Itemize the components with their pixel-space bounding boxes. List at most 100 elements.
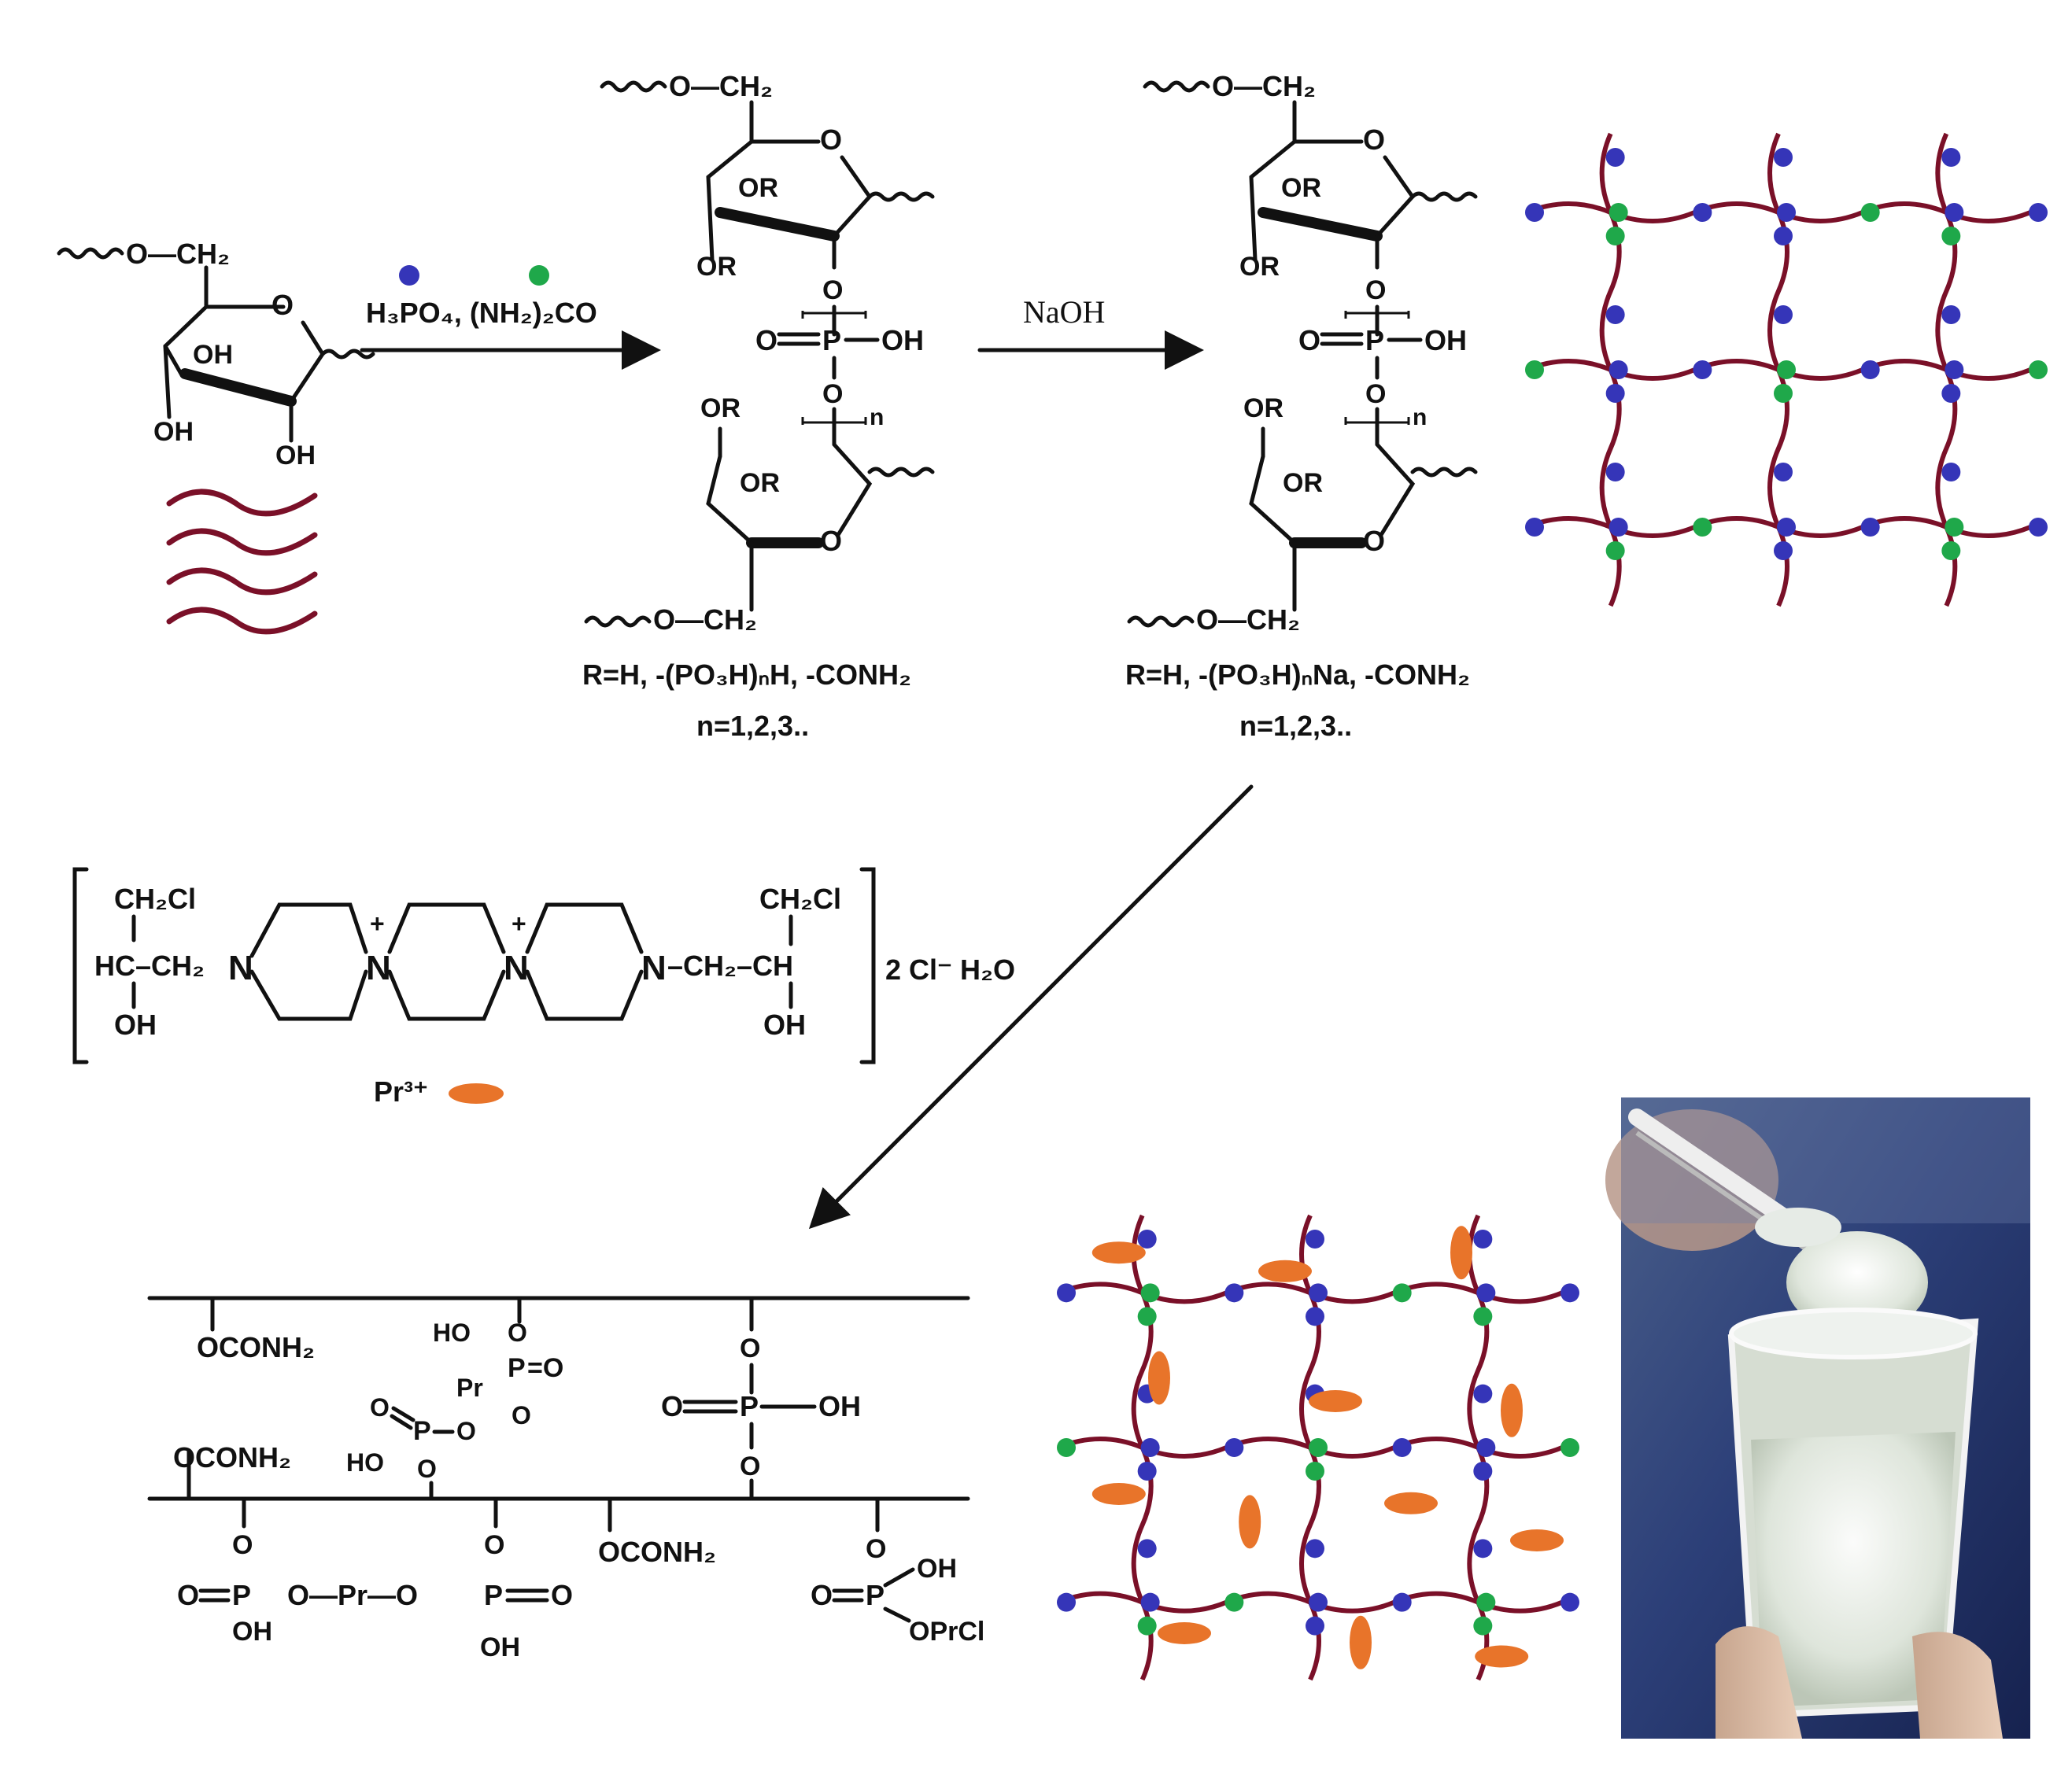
p2-or4: OR (1283, 468, 1323, 498)
fs-b3-oh: OH (917, 1554, 957, 1584)
network-node-dot (1309, 1592, 1328, 1612)
cellulose-oh2: OH (153, 417, 194, 447)
xl-n-ch2-ch-right: –CH₂–CH (667, 950, 793, 982)
network-node-dot (1693, 518, 1712, 537)
pr-ion-ellipse-icon (1350, 1615, 1372, 1669)
network-node-dot (1941, 463, 1961, 481)
xl-hc-ch2-left: HC–CH₂ (94, 950, 205, 982)
fs-oconh2-2: OCONH₂ (173, 1441, 291, 1474)
network-node-dot (1608, 518, 1628, 537)
network-node-dot (1224, 1283, 1244, 1303)
p1-top-o-ch2: O—CH₂ (669, 70, 773, 102)
fs-p1: P (508, 1353, 526, 1383)
xl-plus1: + (370, 909, 385, 938)
fs-p3: P (740, 1390, 759, 1422)
network-node-dot (1945, 203, 1964, 222)
network-node-dot (1941, 384, 1961, 403)
p1-or1: OR (738, 173, 778, 203)
fs-b1-oh: OH (232, 1617, 272, 1647)
p1-n-sub: n (870, 404, 884, 430)
network-node-dot (1392, 1592, 1412, 1612)
network-node-dot (1608, 203, 1628, 222)
xl-oh-left: OH (114, 1009, 157, 1041)
p2-or3: OR (1243, 393, 1283, 423)
network-node-dot (1473, 1230, 1493, 1249)
phosphorylated-cellulose: O—CH₂ O OR OR O O P OH O n OR O OR O—CH₂… (582, 70, 935, 742)
fs-b2-p: P (484, 1579, 503, 1611)
network-node-dot (1608, 360, 1628, 379)
p1-p-atom: P (822, 324, 841, 356)
pr-ion-ellipse-icon (1501, 1383, 1523, 1437)
network-node-dot (2029, 518, 2048, 537)
network-node-dot (1057, 1438, 1076, 1457)
network-node-dot (1306, 1616, 1324, 1636)
pr-ion-ellipse-icon (1148, 1351, 1170, 1405)
network-node-dot (1945, 518, 1964, 537)
fs-pr1: Pr (456, 1374, 483, 1402)
p1-r-definition: R=H, -(PO₃H)ₙH, -CONH₂ (582, 658, 911, 691)
fs-p3-oh: OH (818, 1390, 861, 1422)
p1-p-o-bot: O (822, 379, 843, 409)
p1-p-eq-o: O (755, 324, 777, 356)
fs-o2c: O (417, 1455, 437, 1483)
cellulose-oh1: OH (193, 340, 233, 370)
p2-p-oh: OH (1424, 324, 1467, 356)
sodium-phosphorylated-cellulose: O—CH₂ O OR OR O O P OH O n OR O OR O—CH₂… (1125, 70, 1478, 742)
network-node-dot (1309, 1283, 1328, 1303)
fs-b3-p: P (866, 1579, 885, 1611)
xl-ch2cl-right: CH₂Cl (759, 883, 841, 915)
p2-r-definition: R=H, -(PO₃H)ₙNa, -CONH₂ (1125, 658, 1470, 691)
network-node-dot (1560, 1438, 1579, 1457)
p1-p-oh: OH (881, 324, 924, 356)
network-node-dot (1941, 541, 1961, 560)
fs-b3-oprcl: OPrCl (909, 1617, 984, 1647)
p2-ring-o: O (1363, 124, 1385, 156)
fs-b2-o: O (484, 1530, 504, 1560)
network-node-dot (2029, 203, 2048, 222)
network-node-dot (1392, 1438, 1412, 1457)
xl-plus2: + (512, 909, 526, 938)
fs-ho1: HO (433, 1319, 471, 1347)
polymer-network-diagram (1525, 132, 2048, 607)
network-node-dot (1605, 148, 1625, 167)
network-node-dot (1473, 1539, 1493, 1558)
p1-n-values: n=1,2,3.. (696, 710, 809, 742)
network-node-dot (1860, 518, 1880, 537)
network-node-dot (1306, 1230, 1324, 1249)
network-node-dot (1774, 227, 1793, 245)
p2-p-o-bot: O (1365, 379, 1386, 409)
network-node-dot (2029, 360, 2048, 379)
fs-eqo1: =O (527, 1353, 563, 1383)
hydrogel-photo-image (1605, 1097, 2030, 1739)
step3-arrow (808, 784, 1254, 1230)
fs-p3-eq: O (661, 1390, 683, 1422)
network-node-dot (1941, 227, 1961, 245)
fs-o-left: O (370, 1393, 390, 1422)
p2-p-atom: P (1365, 324, 1384, 356)
network-node-dot (1605, 384, 1625, 403)
pr-ion-ellipse-icon (1384, 1492, 1438, 1514)
network-node-dot (1605, 463, 1625, 481)
network-node-dot (1137, 1462, 1157, 1481)
p2-top-o-ch2: O—CH₂ (1212, 70, 1316, 102)
p2-p-o-top: O (1365, 275, 1386, 305)
polymer-network-with-pr-diagram (1057, 1214, 1579, 1681)
p1-or3: OR (700, 393, 741, 423)
p1-ring-o2: O (820, 525, 842, 557)
urea-dot-icon (529, 265, 549, 286)
pr-ion-ellipse-icon (1309, 1390, 1362, 1412)
step2-reagent: NaOH (1023, 294, 1105, 330)
xl-n3: N (504, 949, 529, 987)
network-node-dot (1525, 360, 1544, 379)
crosslinked-final-structure: OCONH₂ O HO P =O Pr O O P O HO O OCONH₂ … (147, 1296, 984, 1662)
phosphate-dot-icon (399, 265, 419, 286)
network-node-dot (1476, 1283, 1496, 1303)
network-node-dot (1309, 1438, 1328, 1457)
network-node-dot (1473, 1462, 1493, 1481)
fs-b1-p: P (232, 1579, 251, 1611)
p1-p-o-top: O (822, 275, 843, 305)
xl-counterion: 2 Cl⁻ H₂O (885, 954, 1015, 986)
network-node-dot (1945, 360, 1964, 379)
fs-ho2: HO (346, 1448, 384, 1477)
p1-or2: OR (696, 252, 737, 282)
